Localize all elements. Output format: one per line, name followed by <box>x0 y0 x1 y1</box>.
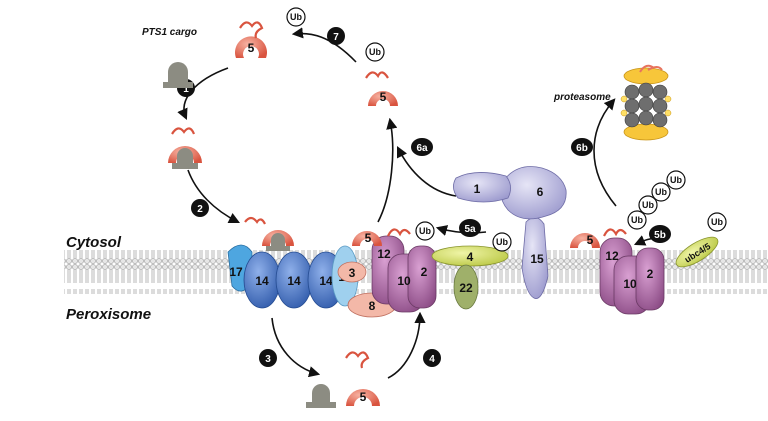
step-badge-6a: 6a <box>411 138 433 156</box>
pts1-cargo-label: PTS1 cargo <box>142 27 197 38</box>
arrow-to-pex5-ub <box>377 117 398 223</box>
pex1-protein: 1 <box>453 172 511 203</box>
pts1-cargo-released <box>306 384 336 408</box>
arrow-step2 <box>187 169 241 224</box>
step-badge-2: 2 <box>191 199 209 217</box>
pts1-cargo-shape <box>163 62 193 88</box>
svg-text:Ub: Ub <box>369 47 381 57</box>
pex6-protein: 6 <box>500 166 567 220</box>
svg-text:5: 5 <box>380 90 387 104</box>
arrow-step4 <box>387 311 426 379</box>
pex5-ubiquitinated: 5 <box>365 71 398 106</box>
pex5-cargo-complex <box>168 127 202 169</box>
svg-text:5: 5 <box>248 41 255 55</box>
cytosol-label: Cytosol <box>66 234 122 251</box>
svg-text:4: 4 <box>467 250 474 264</box>
svg-text:5: 5 <box>360 390 367 404</box>
svg-text:17: 17 <box>229 265 243 279</box>
arrow-step6a <box>396 145 457 197</box>
ub-tag-pex4: Ub <box>492 232 512 252</box>
svg-text:6b: 6b <box>576 143 588 154</box>
step-badge-5a: 5a <box>459 219 481 237</box>
svg-text:3: 3 <box>349 266 356 280</box>
svg-text:14: 14 <box>319 274 333 288</box>
svg-text:2: 2 <box>197 204 203 215</box>
svg-text:15: 15 <box>530 252 544 266</box>
svg-text:5: 5 <box>587 233 594 247</box>
svg-text:1: 1 <box>183 84 189 95</box>
svg-text:1: 1 <box>474 182 481 196</box>
svg-text:7: 7 <box>333 32 339 43</box>
ring-complex-center: 12 10 2 <box>371 235 437 313</box>
svg-text:2: 2 <box>647 267 654 281</box>
svg-text:6a: 6a <box>416 143 428 154</box>
proteasome-icon <box>620 64 672 141</box>
arrow-step6b <box>593 98 617 207</box>
step-badge-5b: 5b <box>649 225 671 243</box>
pex14-complex: 14 14 14 <box>243 251 345 309</box>
svg-text:14: 14 <box>255 274 269 288</box>
svg-text:12: 12 <box>605 249 619 263</box>
step-badge-4: 4 <box>423 349 441 367</box>
pex22-protein: 22 <box>453 264 479 310</box>
ub-tag-free: Ub <box>286 7 306 27</box>
ub-tag-ubc: Ub <box>707 212 727 232</box>
svg-text:3: 3 <box>265 354 271 365</box>
step-badge-6b: 6b <box>571 138 593 156</box>
peroxisome-label: Peroxisome <box>66 306 151 323</box>
pex5-right: 5 <box>570 228 627 248</box>
svg-text:Ub: Ub <box>642 200 654 210</box>
step-badge-7: 7 <box>327 27 345 45</box>
svg-text:Ub: Ub <box>290 12 302 22</box>
svg-text:5: 5 <box>365 231 372 245</box>
proteasome-label: proteasome <box>553 92 611 103</box>
svg-text:5b: 5b <box>654 230 666 241</box>
polyubiquitin-chain: Ub Ub Ub Ub <box>627 170 686 230</box>
svg-text:10: 10 <box>623 277 637 291</box>
svg-text:12: 12 <box>377 247 391 261</box>
step-badge-3: 3 <box>259 349 277 367</box>
svg-text:6: 6 <box>537 185 544 199</box>
pex15-protein: 15 <box>521 217 549 299</box>
arrow-step7 <box>291 27 357 63</box>
svg-text:4: 4 <box>429 354 435 365</box>
ub-tag-ring: Ub <box>415 221 435 241</box>
svg-text:Ub: Ub <box>670 175 682 185</box>
pex5-in-peroxisome: 5 <box>345 351 380 406</box>
ring-complex-right: 12 10 2 <box>599 237 665 315</box>
pex5-receptor-top: 5 <box>235 21 267 58</box>
svg-text:14: 14 <box>287 274 301 288</box>
svg-text:Ub: Ub <box>631 215 643 225</box>
svg-text:Ub: Ub <box>496 237 508 247</box>
svg-text:Ub: Ub <box>419 226 431 236</box>
svg-text:22: 22 <box>459 281 473 295</box>
svg-text:8: 8 <box>369 299 376 313</box>
svg-text:Ub: Ub <box>711 217 723 227</box>
arrow-step3 <box>271 317 321 378</box>
pex3-protein: 3 <box>337 261 367 283</box>
ub-tag-released: Ub <box>365 42 385 62</box>
svg-text:Ub: Ub <box>655 187 667 197</box>
svg-text:5a: 5a <box>464 224 476 235</box>
pex5-docked <box>244 216 294 251</box>
svg-text:2: 2 <box>421 265 428 279</box>
svg-text:10: 10 <box>397 274 411 288</box>
pex5-on-ring: 5 <box>352 228 411 246</box>
